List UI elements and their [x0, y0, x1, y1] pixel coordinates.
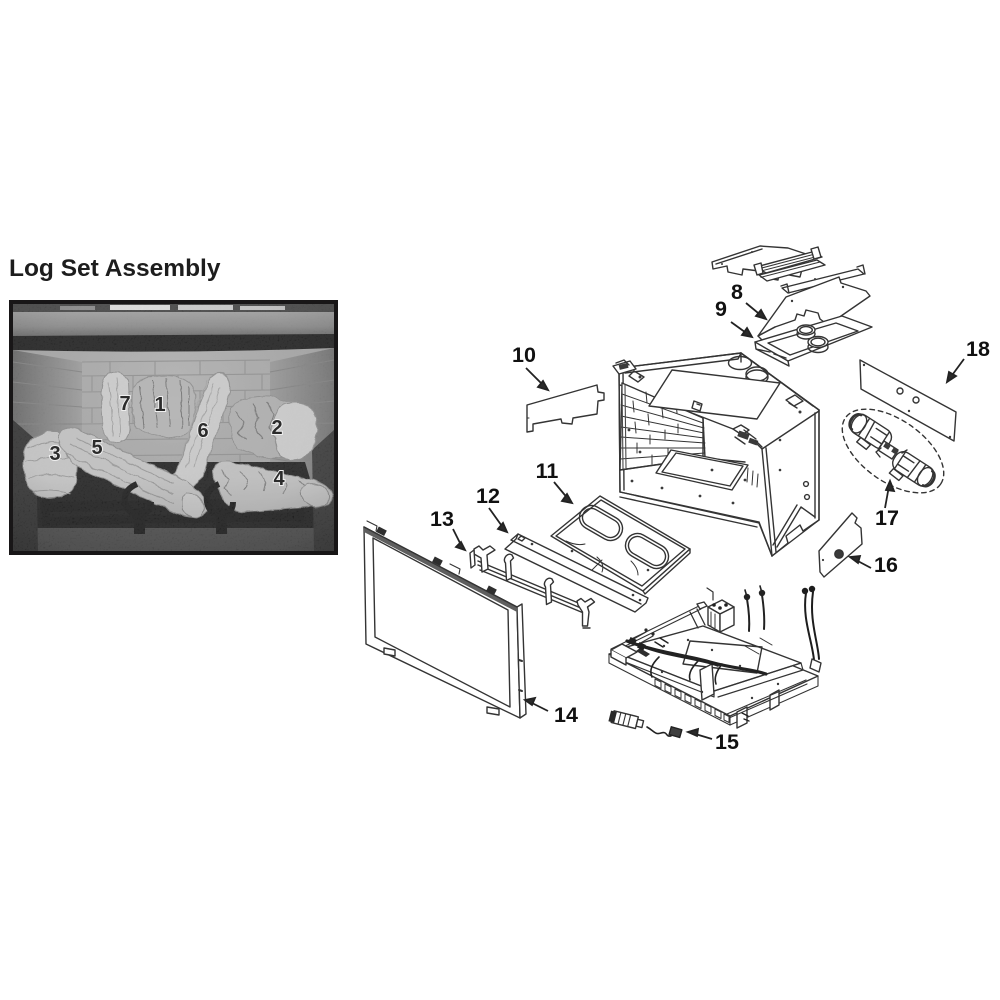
- svg-text:2: 2: [271, 417, 282, 439]
- svg-text:7: 7: [119, 393, 130, 415]
- svg-text:6: 6: [197, 420, 208, 442]
- svg-text:17: 17: [875, 506, 899, 530]
- svg-text:1: 1: [154, 394, 165, 416]
- svg-text:11: 11: [536, 459, 559, 483]
- svg-text:9: 9: [715, 297, 727, 321]
- svg-text:3: 3: [49, 443, 60, 465]
- svg-text:10: 10: [512, 343, 536, 367]
- svg-text:15: 15: [715, 730, 739, 754]
- svg-text:12: 12: [476, 484, 500, 508]
- svg-text:18: 18: [966, 337, 990, 361]
- svg-text:14: 14: [554, 703, 578, 727]
- svg-text:8: 8: [731, 280, 743, 304]
- svg-text:Log Set Assembly: Log Set Assembly: [9, 255, 221, 282]
- svg-text:4: 4: [273, 468, 285, 490]
- svg-text:16: 16: [874, 553, 898, 577]
- svg-text:13: 13: [430, 507, 454, 531]
- svg-text:5: 5: [91, 437, 102, 459]
